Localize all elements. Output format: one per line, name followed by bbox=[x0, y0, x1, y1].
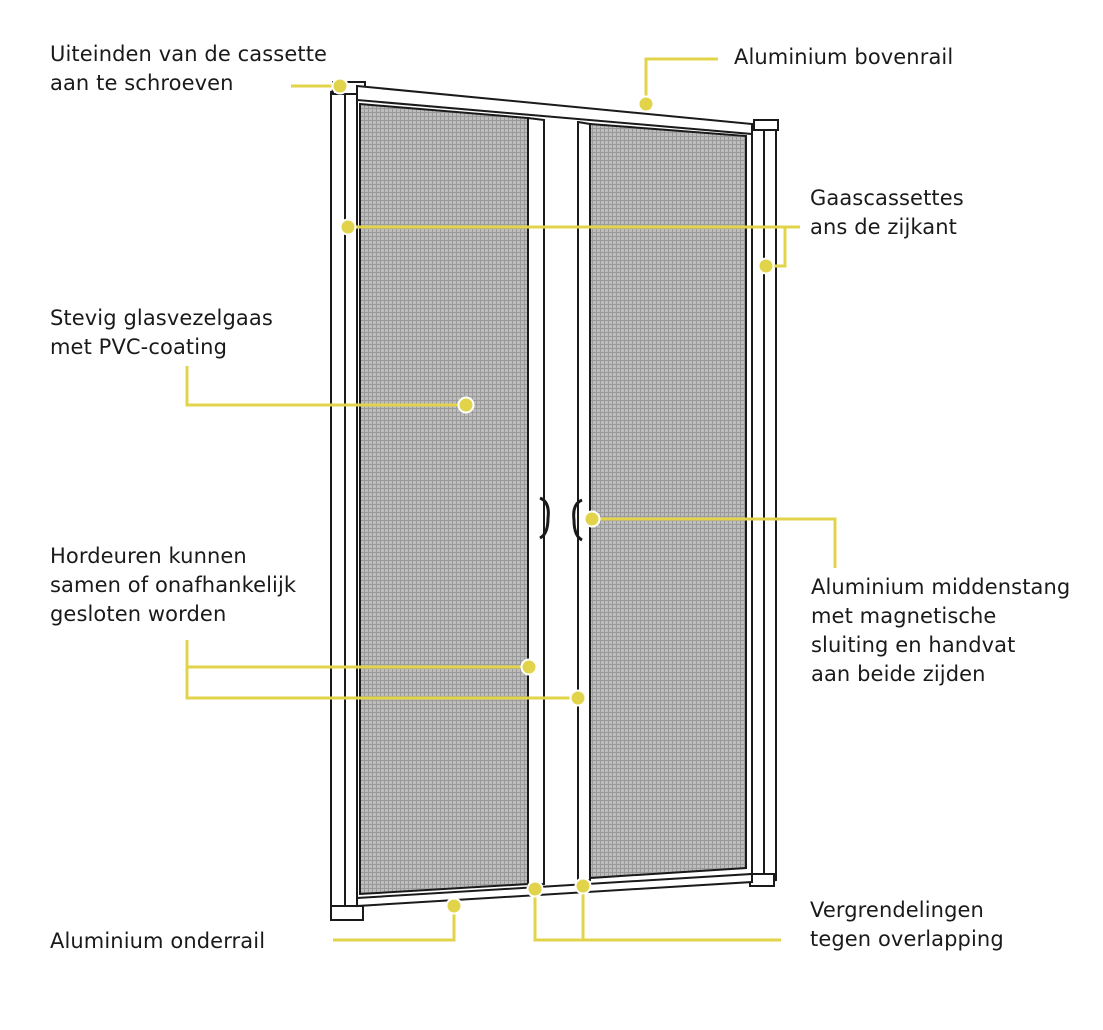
callout-overlap-locks bbox=[533, 889, 781, 942]
callout-dot bbox=[757, 257, 775, 275]
callout-dot bbox=[445, 897, 463, 915]
callout-dots bbox=[331, 77, 775, 915]
label-side-cassettes: Gaascassettes ans de zijkant bbox=[810, 184, 964, 242]
callout-middle-bar bbox=[592, 517, 837, 568]
top-rail bbox=[356, 84, 753, 136]
left-door-handle bbox=[539, 496, 550, 540]
label-bottom-rail: Aluminium onderrail bbox=[50, 927, 265, 956]
label-line: sluiting en handvat bbox=[811, 633, 1016, 657]
callout-lines bbox=[185, 57, 837, 942]
right-door-mesh bbox=[589, 122, 747, 880]
callout-dot bbox=[457, 396, 475, 414]
label-overlap-locks: Vergrendelingen tegen overlapping bbox=[810, 896, 1004, 954]
label-line: aan te schroeven bbox=[50, 71, 234, 95]
callout-dot bbox=[526, 880, 544, 898]
label-line: met magnetische bbox=[811, 604, 997, 628]
callout-dot bbox=[637, 95, 655, 113]
label-line: Stevig glasvezelgaas bbox=[50, 306, 273, 330]
label-line: tegen overlapping bbox=[810, 927, 1004, 951]
label-line: Hordeuren kunnen bbox=[50, 544, 247, 568]
callout-dot bbox=[331, 77, 349, 95]
label-mesh: Stevig glasvezelgaas met PVC-coating bbox=[50, 304, 273, 362]
label-line: Aluminium bovenrail bbox=[734, 45, 954, 69]
right-door-handle bbox=[572, 498, 583, 542]
label-cassette-ends: Uiteinden van de cassette aan te schroev… bbox=[50, 40, 327, 98]
right-door bbox=[572, 120, 747, 884]
callout-dot bbox=[520, 658, 538, 676]
label-line: Uiteinden van de cassette bbox=[50, 42, 328, 66]
left-door-stile bbox=[527, 116, 545, 888]
label-top-rail: Aluminium bovenrail bbox=[734, 43, 953, 72]
left-door bbox=[359, 102, 550, 896]
label-line: samen of onafhankelijk bbox=[50, 573, 297, 597]
callout-side-cassettes-right bbox=[766, 225, 800, 268]
callout-dot bbox=[339, 218, 357, 236]
label-line: Vergrendelingen bbox=[810, 898, 984, 922]
callout-dot bbox=[574, 877, 592, 895]
callout-dot bbox=[569, 689, 587, 707]
callout-mesh bbox=[185, 366, 466, 407]
label-line: gesloten worden bbox=[50, 602, 227, 626]
callout-dot bbox=[583, 510, 601, 528]
label-line: Gaascassettes bbox=[810, 186, 964, 210]
left-door-mesh bbox=[359, 102, 529, 896]
callout-top-rail bbox=[644, 57, 718, 104]
label-line: met PVC-coating bbox=[50, 335, 228, 359]
label-line: Aluminium onderrail bbox=[50, 929, 266, 953]
left-cassette bbox=[330, 81, 366, 921]
label-line: Aluminium middenstang bbox=[811, 575, 1071, 599]
callout-doors-close bbox=[185, 640, 578, 700]
right-cassette bbox=[749, 119, 779, 887]
label-doors-close: Hordeuren kunnen samen of onafhankelijk … bbox=[50, 542, 296, 629]
label-line: ans de zijkant bbox=[810, 215, 958, 239]
callout-bottom-rail bbox=[333, 906, 456, 942]
label-line: aan beide zijden bbox=[811, 662, 986, 686]
label-middle-bar: Aluminium middenstang met magnetische sl… bbox=[811, 573, 1070, 689]
